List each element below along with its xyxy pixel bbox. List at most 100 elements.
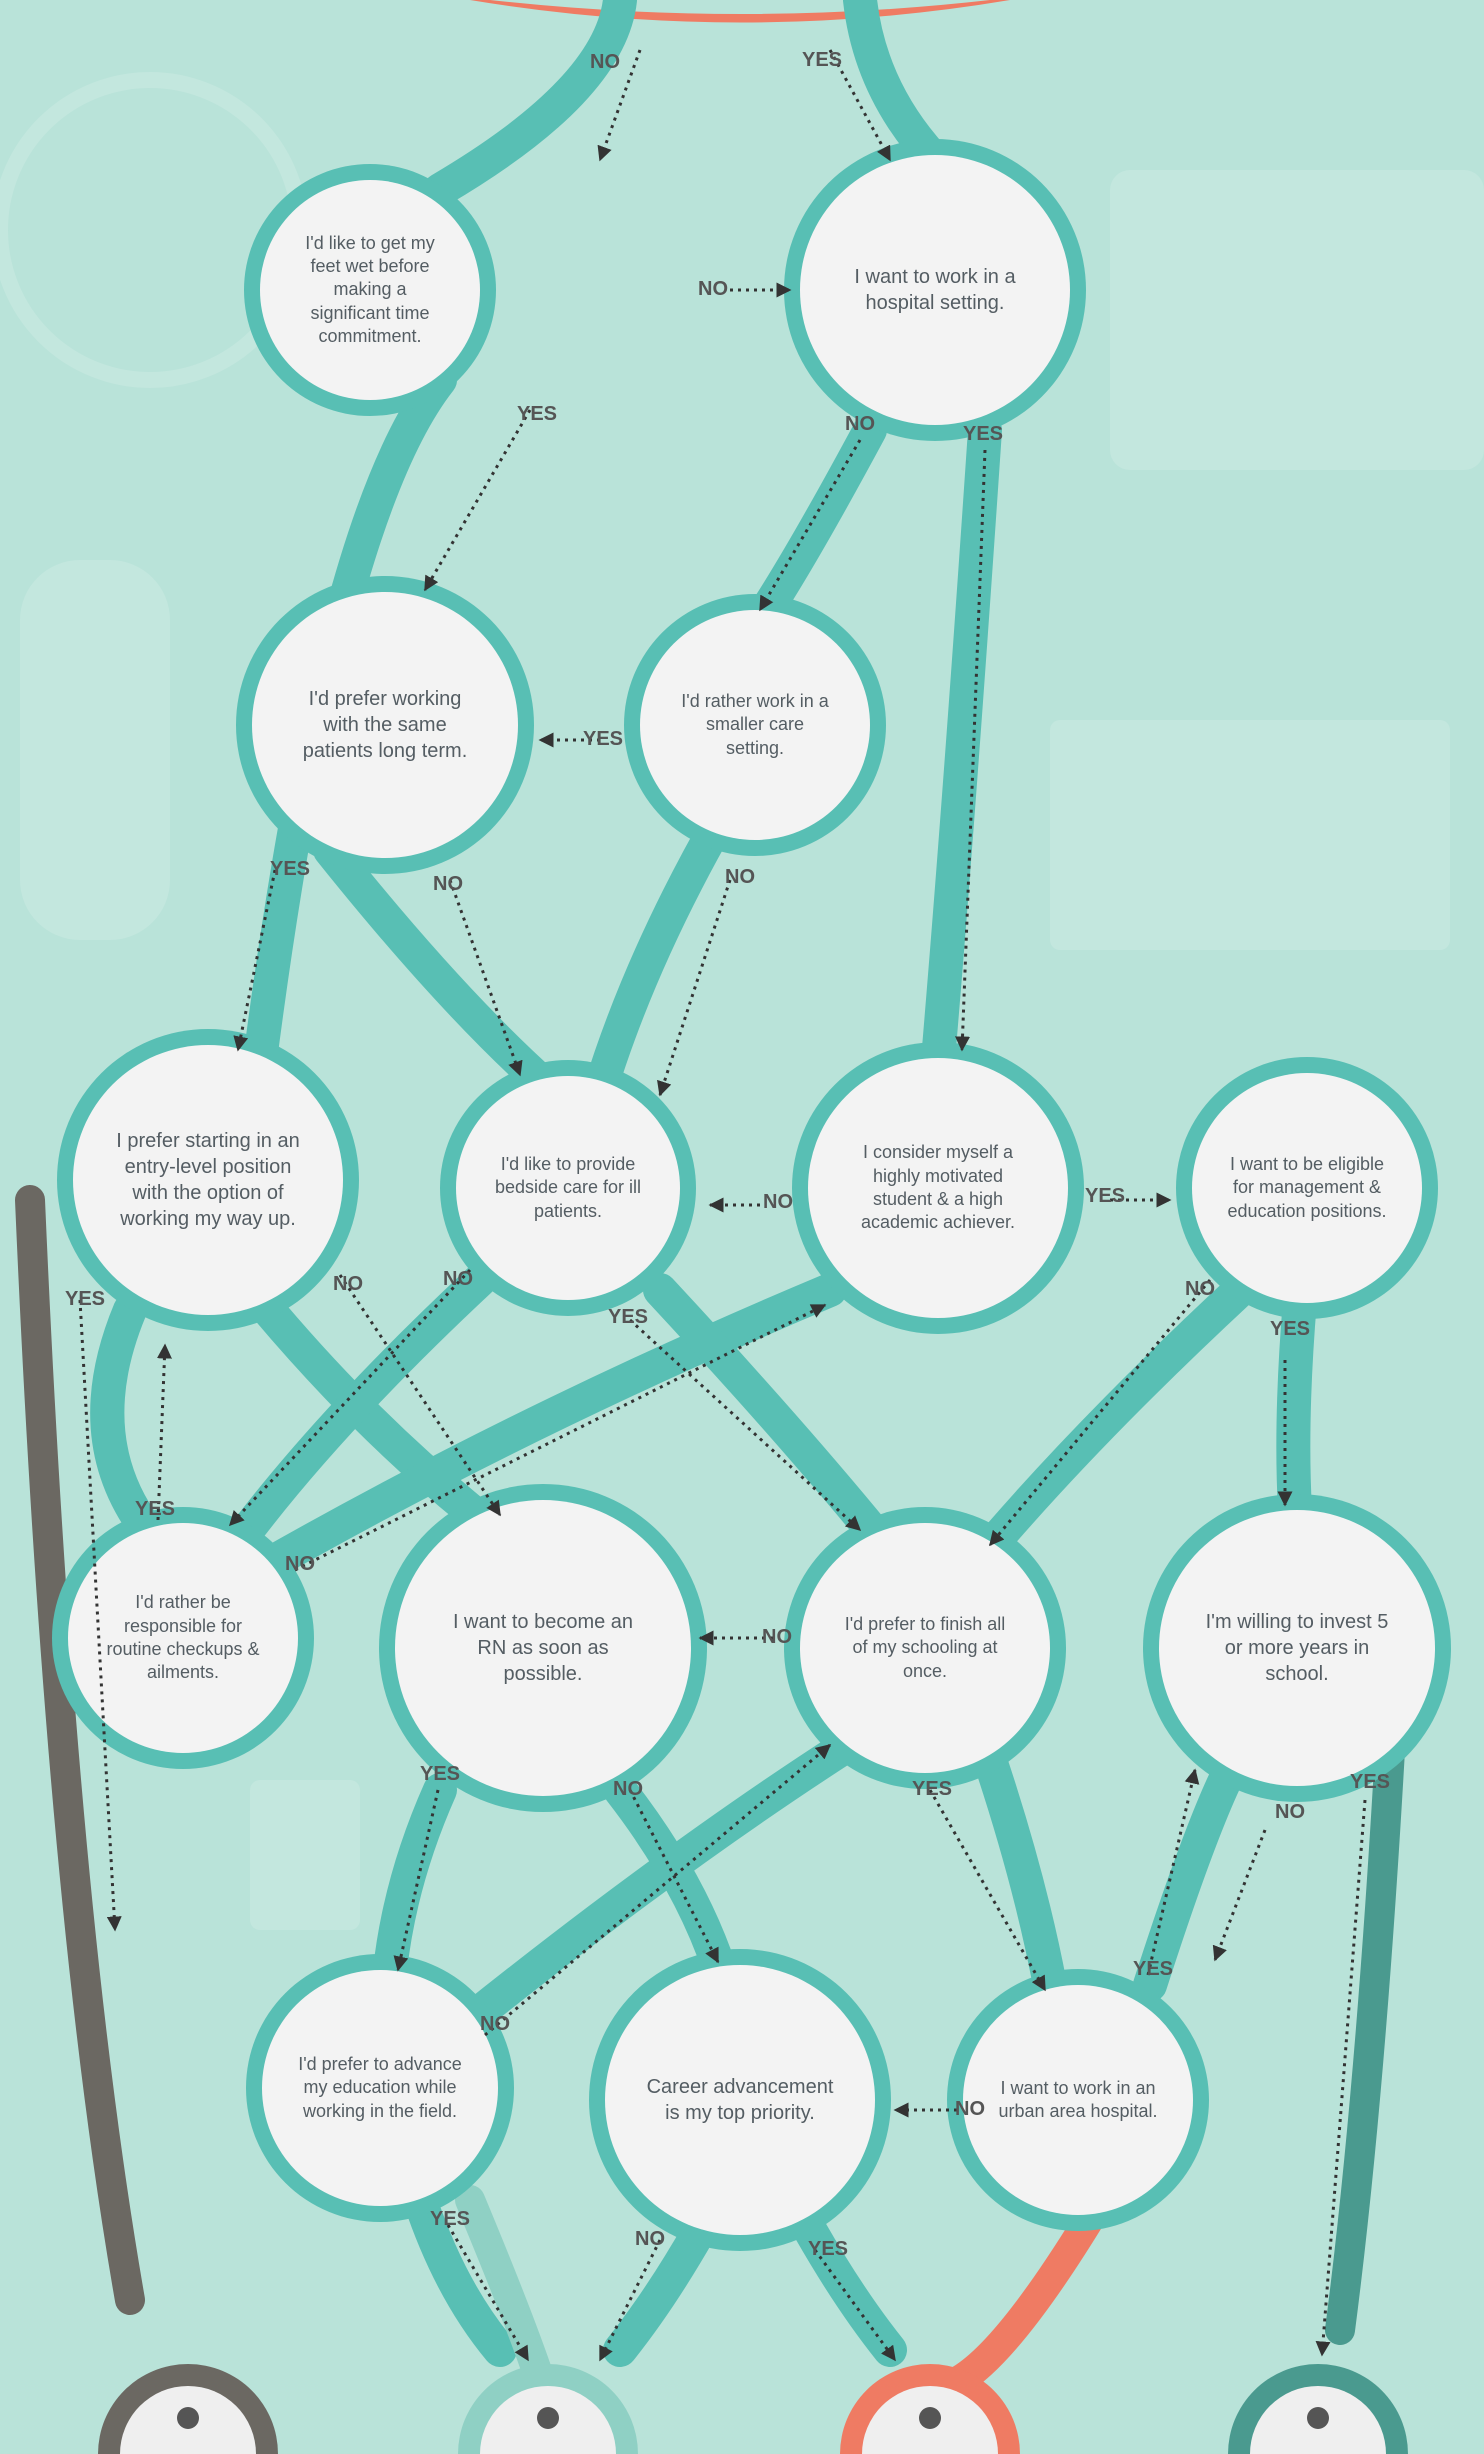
- edge-label-hosp_smaller_no: NO: [845, 413, 875, 435]
- path-segment: [453, 1733, 857, 2037]
- edge-arrow-urban_invest_yes: [1146, 1768, 1200, 1976]
- arrows-layer: NO YES NO YES NO YES YES NO YES NO NO YES NO YES NO YES…: [65, 49, 1390, 2362]
- path-segment: [1276, 1283, 1317, 1527]
- edge-arrow-bedside_routine_no: [228, 1268, 472, 1527]
- node-text-motivated: I consider myself a highly motivated stu…: [847, 1058, 1029, 1318]
- node-label: I'd rather be responsible for routine ch…: [106, 1592, 260, 1683]
- node-text-career_adv: Career advancement is my top priority.: [646, 1965, 835, 2235]
- node-management: [1192, 1073, 1422, 1303]
- node-text-urban: I want to work in an urban area hospital…: [998, 1985, 1159, 2215]
- ambulance-icon: [1110, 170, 1484, 470]
- node-feet_wet: [260, 180, 480, 400]
- node-text-finish_school: I'd prefer to finish all of my schooling…: [838, 1523, 1013, 1773]
- path-segment: [973, 1743, 1067, 2002]
- bed-icon: [1050, 720, 1450, 950]
- node-text-smaller_care: I'd rather work in a smaller care settin…: [675, 610, 836, 840]
- path-segment: [793, 2213, 907, 2367]
- edge-label-invest_out_yes: YES: [1350, 1771, 1390, 1793]
- edge-arrow-entry_out_yes: [78, 1299, 122, 1932]
- edge-label-motiv_bedside_no: NO: [763, 1191, 793, 1213]
- node-hospital: [800, 155, 1070, 425]
- node-text-feet_wet: I'd like to get my feet wet before makin…: [293, 180, 447, 400]
- node-label: I'd prefer to advance my education while…: [298, 2053, 462, 2121]
- edge-arrow-feet_same_yes: [423, 409, 532, 592]
- outcome-teal-path: [1325, 1735, 1405, 2345]
- node-label: I want to work in an urban area hospital…: [998, 2077, 1158, 2121]
- node-advance_edu: [262, 1970, 498, 2206]
- edge-label-hosp_motiv_yes: YES: [963, 423, 1003, 445]
- edge-label-top_yes: YES: [802, 49, 842, 71]
- node-rn_soon: [395, 1500, 691, 1796]
- node-label: I want to work in a hospital setting.: [854, 266, 1016, 314]
- node-label: I'd prefer to finish all of my schooling…: [844, 1613, 1006, 1681]
- node-career_adv: [605, 1965, 875, 2235]
- edge-label-advance_finish_no: NO: [480, 2013, 510, 2035]
- background-decoration: [0, 72, 1484, 1930]
- node-text-hospital: I want to work in a hospital setting.: [841, 155, 1030, 425]
- nurse-icon: [20, 560, 170, 940]
- path-segment: [423, 0, 637, 207]
- node-label: I'm willing to invest 5 or more years in…: [1205, 1611, 1389, 1685]
- path-segment: [373, 1773, 457, 1987]
- node-text-invest_5: I'm willing to invest 5 or more years in…: [1201, 1510, 1394, 1786]
- outcome-light-path: [455, 2185, 555, 2395]
- edge-label-motiv_mgmt_yes: YES: [1085, 1185, 1125, 1207]
- outcome-light-icon: [537, 2407, 559, 2429]
- node-same_patients: [252, 592, 518, 858]
- edge-label-same_bedside_no: NO: [433, 873, 463, 895]
- node-urban: [963, 1985, 1193, 2215]
- top-banner: [470, 0, 1010, 23]
- node-text-bedside: I'd like to provide bedside care for ill…: [490, 1076, 647, 1300]
- node-motivated: [808, 1058, 1068, 1318]
- outcome-teal-icon: [1307, 2407, 1329, 2429]
- edge-label-feet_hosp_no: NO: [698, 278, 728, 300]
- node-label: I'd rather work in a smaller care settin…: [681, 690, 829, 758]
- edge-label-entry_rn_no: NO: [333, 1273, 363, 1295]
- edge-arrow-advance_out_yes: [446, 2224, 530, 2362]
- node-text-routine: I'd rather be responsible for routine ch…: [103, 1523, 264, 1753]
- node-text-rn_soon: I want to become an RN as soon as possib…: [440, 1500, 647, 1796]
- outcome-coral-icon: [919, 2407, 941, 2429]
- node-label: Career advancement is my top priority.: [646, 2076, 834, 2124]
- node-finish_school: [800, 1523, 1050, 1773]
- node-label: I'd prefer working with the same patient…: [302, 688, 468, 762]
- edge-label-finish_urban_yes: YES: [912, 1778, 952, 1800]
- node-label: I want to be eligible for management & e…: [1227, 1153, 1387, 1221]
- path-segment: [583, 803, 737, 1107]
- node-label: I want to become an RN as soon as possib…: [452, 1611, 634, 1685]
- node-entry_level: [73, 1045, 343, 1315]
- edge-label-smaller_same_yes: YES: [583, 728, 623, 750]
- node-text-same_patients: I'd prefer working with the same patient…: [292, 592, 478, 858]
- edge-label-feet_same_yes: YES: [517, 403, 557, 425]
- edge-arrow-routine_entry_yes: [156, 1343, 172, 1521]
- edge-arrow-hosp_smaller_no: [758, 439, 862, 612]
- edge-label-finish_rn_no: NO: [762, 1626, 792, 1648]
- path-segment: [223, 1263, 497, 1557]
- edge-label-career_out_yes: YES: [808, 2238, 848, 2260]
- edge-label-same_entry_yes: YES: [270, 858, 310, 880]
- edge-arrow-routine_motiv_no: [294, 1303, 827, 1572]
- node-text-advance_edu: I'd prefer to advance my education while…: [298, 1970, 463, 2206]
- edge-label-routine_entry_yes: YES: [135, 1498, 175, 1520]
- outcome-coral-path: [945, 2195, 1110, 2395]
- edge-label-urban_invest_yes: YES: [1133, 1958, 1173, 1980]
- edge-arrow-same_entry_yes: [233, 869, 277, 1052]
- edge-label-advance_out_yes: YES: [430, 2208, 470, 2230]
- node-text-entry_level: I prefer starting in an entry-level posi…: [114, 1045, 303, 1315]
- edge-arrow-entry_rn_no: [338, 1274, 502, 1517]
- node-bedside: [456, 1076, 680, 1300]
- edge-label-rn_career_no: NO: [613, 1778, 643, 1800]
- path-segment: [843, 0, 952, 177]
- node-routine: [68, 1523, 298, 1753]
- path-segment: [983, 1273, 1257, 1552]
- path-segment: [1133, 1753, 1247, 2002]
- edge-arrow-advance_finish_no: [484, 1743, 832, 2037]
- node-label: I consider myself a highly motivated stu…: [860, 1142, 1016, 1233]
- path-segment: [403, 2183, 517, 2367]
- edge-arrow-same_bedside_no: [448, 879, 523, 1077]
- edge-arrow-invest_out_no: [1212, 1829, 1267, 1962]
- outcome-grey-icon: [177, 2407, 199, 2429]
- edge-label-entry_out_yes: YES: [65, 1288, 105, 1310]
- outcome-grey-path: [15, 1185, 145, 2315]
